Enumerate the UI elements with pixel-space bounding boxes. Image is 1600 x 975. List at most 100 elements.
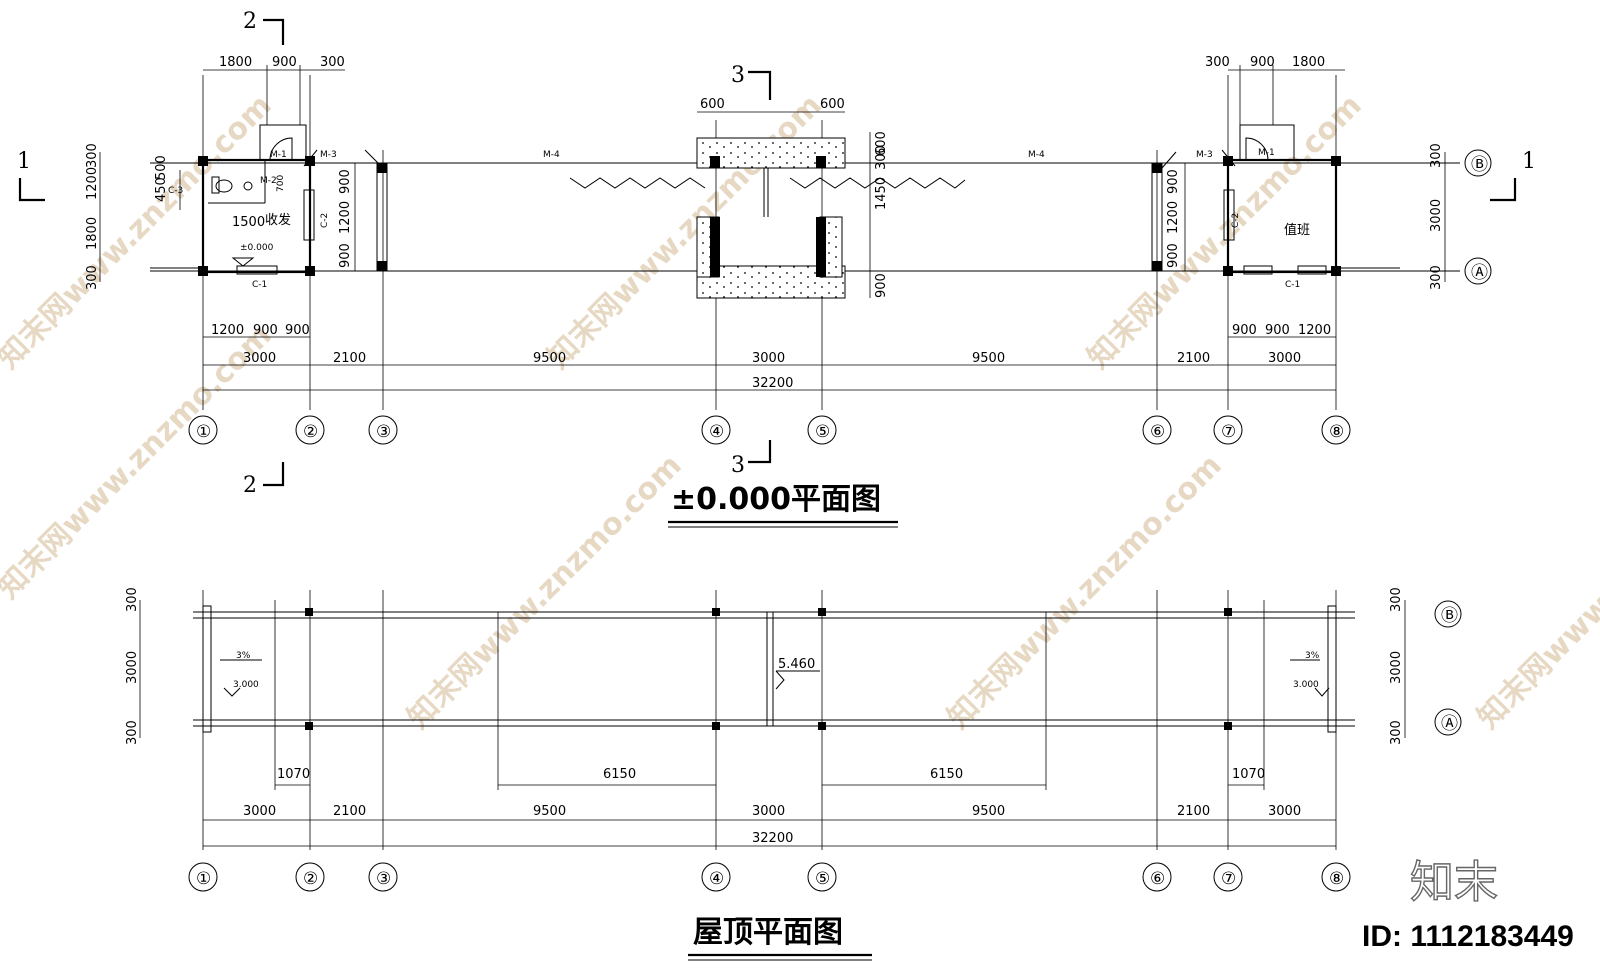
roof-dim-left: 3000 — [125, 651, 140, 684]
dim-left-vertical: 300 — [85, 143, 100, 168]
dim-wall-vertical: 900 — [338, 243, 353, 268]
axis-label: ⑤ — [815, 422, 830, 442]
roof-dim-right: 3000 — [1389, 651, 1404, 684]
section-mark: 1 — [17, 149, 31, 174]
roof-slope-right: 3% — [1305, 651, 1320, 661]
dim-top-right: 900 — [1250, 55, 1275, 70]
roof-total: 32200 — [752, 831, 793, 846]
axis-label: ④ — [709, 869, 724, 889]
plan-axis-bubbles — [188, 149, 1492, 445]
dim-bottom-right: 1200 — [1298, 323, 1331, 338]
roof-dim-right: 300 — [1389, 720, 1404, 745]
dim-bottom-right: 900 — [1265, 323, 1290, 338]
roof-elevation-center: 5.460 — [778, 657, 815, 672]
roof-slope-left: 3% — [236, 651, 251, 661]
dim-right-vertical: 300 — [1429, 143, 1444, 168]
axis-label: Ⓐ — [1441, 714, 1458, 734]
door-m1-left: M-1 — [270, 150, 287, 160]
axis-label: ① — [196, 869, 211, 889]
roof-elevation-left: 3.000 — [233, 680, 259, 690]
axis-label: Ⓑ — [1441, 606, 1458, 626]
door-m4-left: M-4 — [543, 150, 560, 160]
dim-top-right: 300 — [1205, 55, 1230, 70]
roof-partial-dim: 6150 — [603, 767, 636, 782]
dim-axis: 3000 — [752, 351, 785, 366]
dim-axis: 2100 — [1177, 351, 1210, 366]
room-label-left: 收发 — [265, 212, 291, 228]
watermark: 知末网www.znzmo.com — [541, 88, 829, 376]
section-mark: 3 — [731, 63, 745, 88]
dim-bottom-left: 900 — [285, 323, 310, 338]
dim-top-left: 900 — [272, 55, 297, 70]
dim-left-vertical: 1200 — [85, 167, 100, 200]
dim-total: 32200 — [752, 376, 793, 391]
roof-dim-right: 300 — [1389, 587, 1404, 612]
roof-axis-dim: 3000 — [1268, 804, 1301, 819]
left-gate-post — [303, 149, 388, 272]
room-label-right: 值班 — [1284, 222, 1310, 238]
roof-axis-dim: 9500 — [972, 804, 1005, 819]
axis-label: ③ — [376, 422, 391, 442]
dim-bottom-right: 900 — [1232, 323, 1257, 338]
dim-wall-vertical: 900 — [338, 169, 353, 194]
door-m4-right: M-4 — [1028, 150, 1045, 160]
axis-label: ② — [303, 422, 318, 442]
roof-dim-left: 300 — [125, 720, 140, 745]
axis-label: ⑤ — [815, 869, 830, 889]
dim-right-vertical: 300 — [1429, 265, 1444, 290]
roof-axis-dim: 3000 — [243, 804, 276, 819]
dim-axis: 3000 — [1268, 351, 1301, 366]
dim-top-center: 600 — [700, 97, 725, 112]
axis-label: ⑧ — [1329, 869, 1344, 889]
axis-label: Ⓑ — [1471, 155, 1488, 175]
watermark: 知末网www.znzmo.com — [401, 448, 689, 736]
dim-top-left: 300 — [320, 55, 345, 70]
axis-label: Ⓐ — [1471, 263, 1488, 283]
roof-axis-dim: 3000 — [752, 804, 785, 819]
roof-axis-dim: 2100 — [1177, 804, 1210, 819]
axis-label: ② — [303, 869, 318, 889]
dim-top-center: 600 — [820, 97, 845, 112]
roof-partial-dim: 1070 — [1232, 767, 1265, 782]
dim-wall-vertical: 1200 — [1166, 201, 1181, 234]
dim-left-vertical: 500 — [154, 155, 169, 180]
dim-top-left: 1800 — [219, 55, 252, 70]
window-c2-right: C-2 — [1231, 213, 1241, 228]
watermark: 知末网www.znzmo.com — [1471, 448, 1600, 736]
dim-right-vertical: 3000 — [1429, 199, 1444, 232]
right-guard-room: 值班 M-1 C-1 — [1223, 124, 1341, 290]
roof-partial-dim: 1070 — [277, 767, 310, 782]
axis-label: ① — [196, 422, 211, 442]
dim-axis: 9500 — [972, 351, 1005, 366]
dim-wall-vertical: 900 — [1166, 169, 1181, 194]
dim-axis: 3000 — [243, 351, 276, 366]
dim-left-vertical: 450 — [154, 177, 169, 202]
axis-label: ③ — [376, 869, 391, 889]
axis-label: ⑧ — [1329, 422, 1344, 442]
door-m2-left: M-2 — [260, 176, 277, 186]
left-guard-room: 1500 收发 ±0.000 C-1 M-1 M-2 M-3 C-3 — [168, 124, 337, 290]
roof-partial-dim: 6150 — [930, 767, 963, 782]
dim-left-vertical: 300 — [85, 265, 100, 290]
door-m3-right: M-3 — [1196, 150, 1213, 160]
elevation-mark: ±0.000 — [240, 243, 274, 253]
watermark: 知末网www.znzmo.com — [941, 448, 1229, 736]
dim-wall-vertical: 900 — [1166, 243, 1181, 268]
dim-center-vertical: 600 — [874, 131, 889, 156]
plan-title: ±0.000平面图 — [671, 482, 881, 517]
axis-label: ⑦ — [1221, 422, 1236, 442]
roof-elevation-right: 3.000 — [1293, 680, 1319, 690]
window-c1-left: C-1 — [252, 280, 267, 290]
dim-wall-vertical: 1200 — [338, 201, 353, 234]
window-c2-left: C-2 — [320, 213, 330, 228]
roof-axis-dim: 9500 — [533, 804, 566, 819]
dim-m2-height: 700 — [276, 175, 286, 192]
axis-label: ④ — [709, 422, 724, 442]
window-c3: C-3 — [168, 186, 183, 196]
roof-dim-left: 300 — [125, 587, 140, 612]
roof-title: 屋顶平面图 — [693, 915, 843, 950]
axis-label: ⑥ — [1150, 422, 1165, 442]
ground-floor-plan: 1 500 收发 ±0.000 C-1 M-1 M-2 M-3 C-3 — [17, 9, 1536, 528]
dim-top-right: 1800 — [1292, 55, 1325, 70]
